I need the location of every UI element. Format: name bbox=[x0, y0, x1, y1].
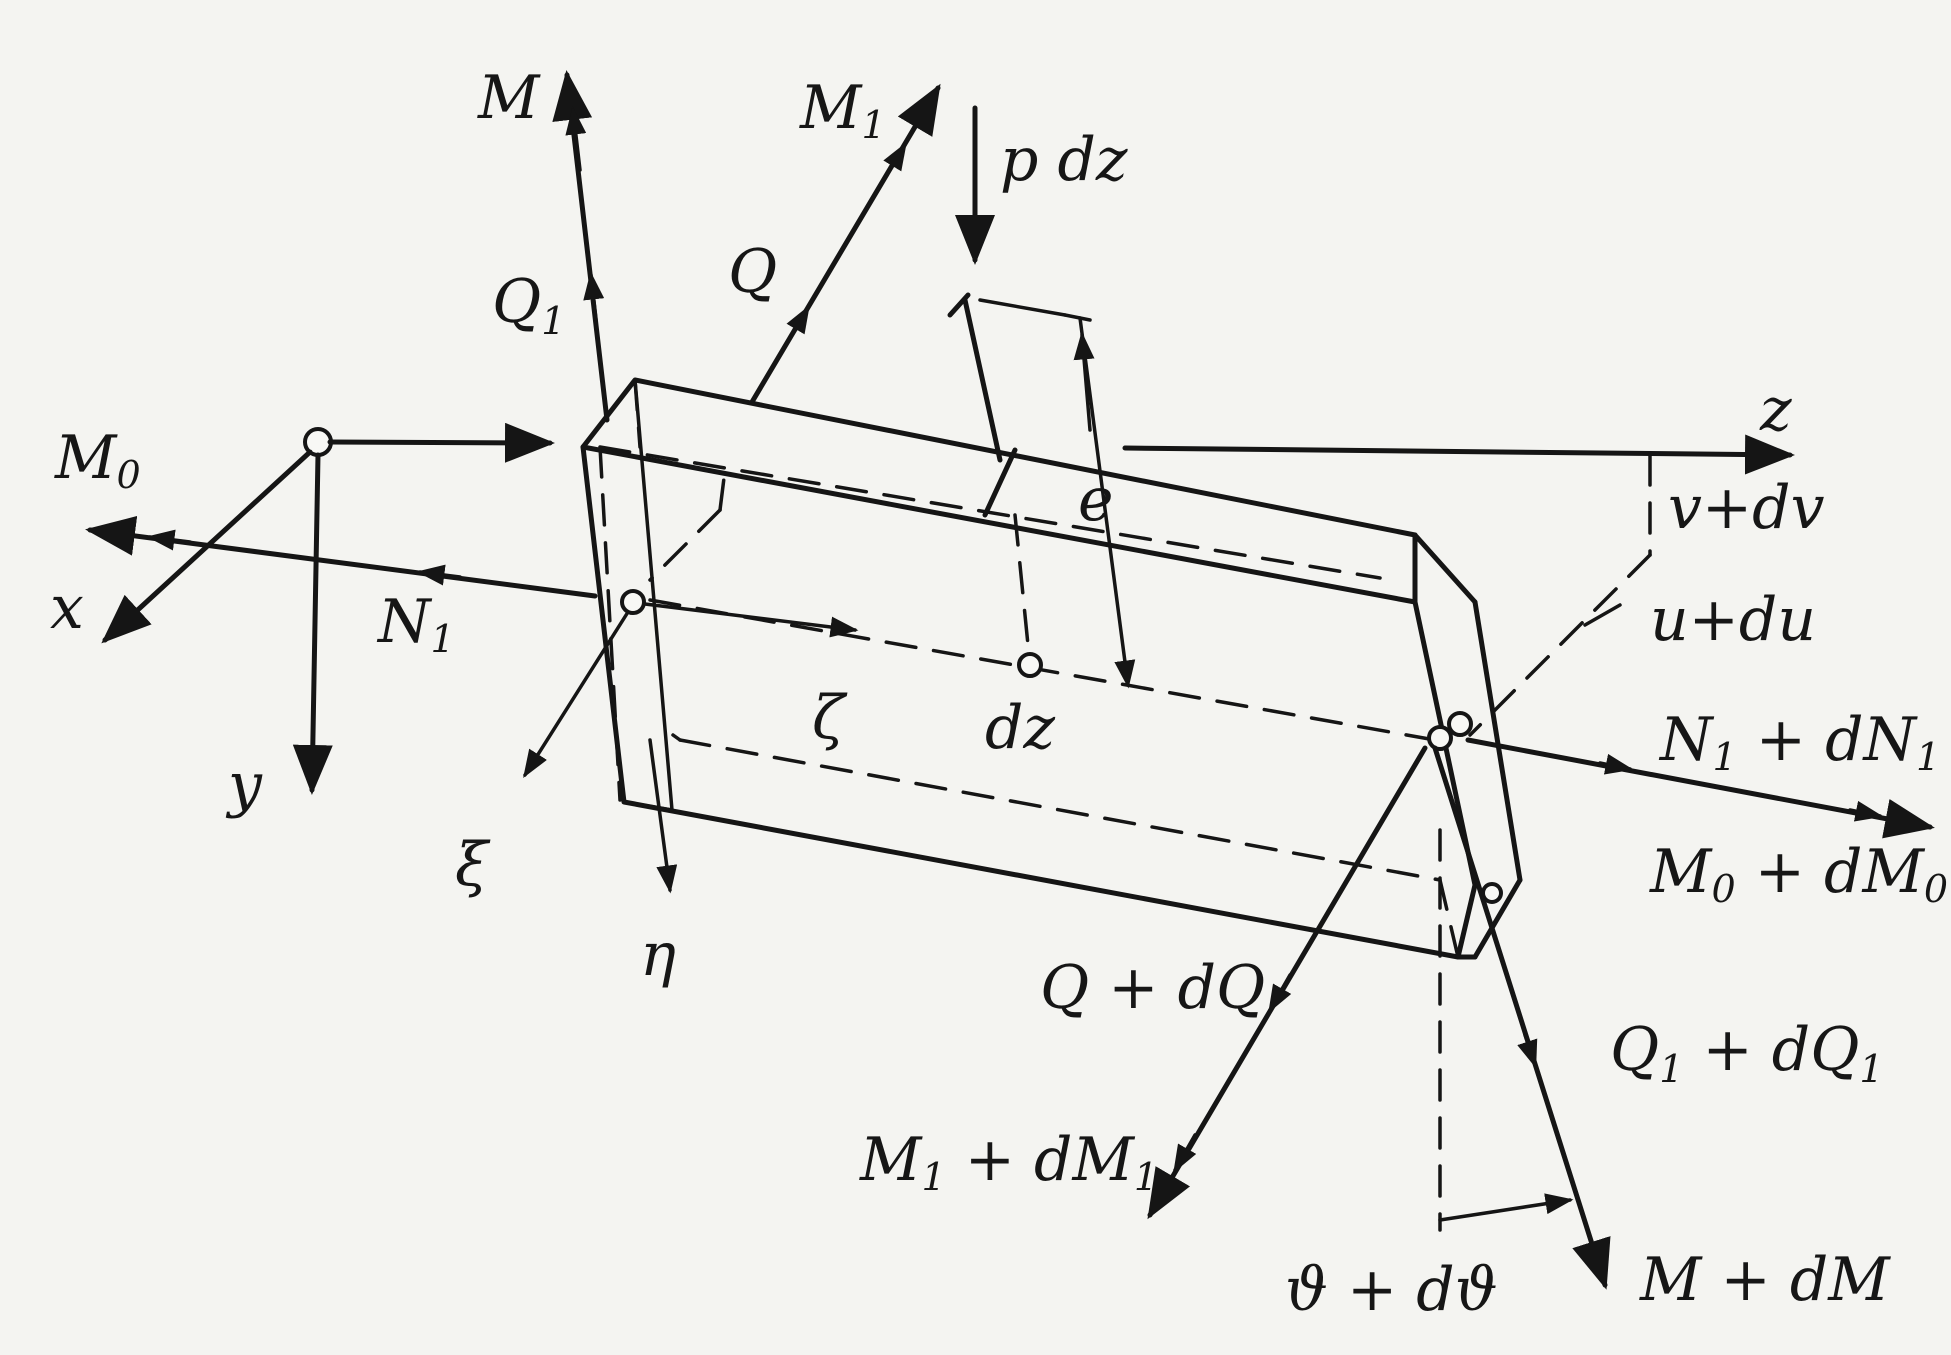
label-v-dv: v+dv bbox=[1668, 473, 1825, 543]
label-u-du: u+du bbox=[1650, 585, 1816, 655]
label-M0: M0 bbox=[54, 423, 141, 497]
label-M-dM: M + dM bbox=[1639, 1245, 1891, 1315]
labels: M M1 p dz Q1 Q z M0 x N1 y ξ η ζ dz e v+… bbox=[50, 63, 1948, 1325]
label-Q1: Q1 bbox=[492, 267, 565, 343]
label-x: x bbox=[50, 573, 84, 643]
label-N1: N1 bbox=[376, 587, 455, 661]
label-M1: M1 bbox=[799, 73, 886, 147]
label-eta: η bbox=[640, 920, 676, 990]
dz-node bbox=[1017, 652, 1043, 678]
label-y: y bbox=[225, 750, 263, 820]
label-Q1-dQ1: Q1 + dQ1 bbox=[1610, 1015, 1884, 1091]
label-theta-dtheta: ϑ + dϑ bbox=[1285, 1255, 1498, 1325]
beam-element-box bbox=[580, 377, 1523, 960]
right-end-forces bbox=[1147, 737, 1935, 1290]
label-M: M bbox=[477, 63, 541, 133]
label-M1-dM1: M1 + dM1 bbox=[859, 1125, 1158, 1199]
right-section-node-2 bbox=[1447, 711, 1473, 737]
label-dz: dz bbox=[985, 693, 1055, 763]
label-M0-dM0: M0 + dM0 bbox=[1649, 837, 1948, 911]
centroid-axis bbox=[648, 598, 1437, 742]
label-Q-dQ: Q + dQ bbox=[1040, 953, 1265, 1023]
label-Q: Q bbox=[728, 237, 777, 307]
label-p-dz: p dz bbox=[1000, 125, 1128, 195]
distributed-load-arrow bbox=[947, 105, 1136, 689]
label-N1-dN1: N1 + dN1 bbox=[1658, 705, 1940, 779]
left-coordinate-system bbox=[85, 422, 598, 795]
label-e: e bbox=[1078, 465, 1114, 535]
right-section-node-3 bbox=[1481, 882, 1503, 904]
z-axis bbox=[1122, 434, 1795, 475]
left-end-forces bbox=[552, 70, 941, 423]
label-xi: ξ bbox=[455, 830, 491, 900]
label-zeta: ζ bbox=[812, 683, 848, 753]
left-section-node bbox=[620, 589, 646, 615]
label-z: z bbox=[1759, 375, 1792, 445]
box-hidden-edges bbox=[598, 378, 1460, 959]
box-top-face bbox=[580, 377, 1418, 605]
right-section-node-1 bbox=[1427, 725, 1453, 751]
